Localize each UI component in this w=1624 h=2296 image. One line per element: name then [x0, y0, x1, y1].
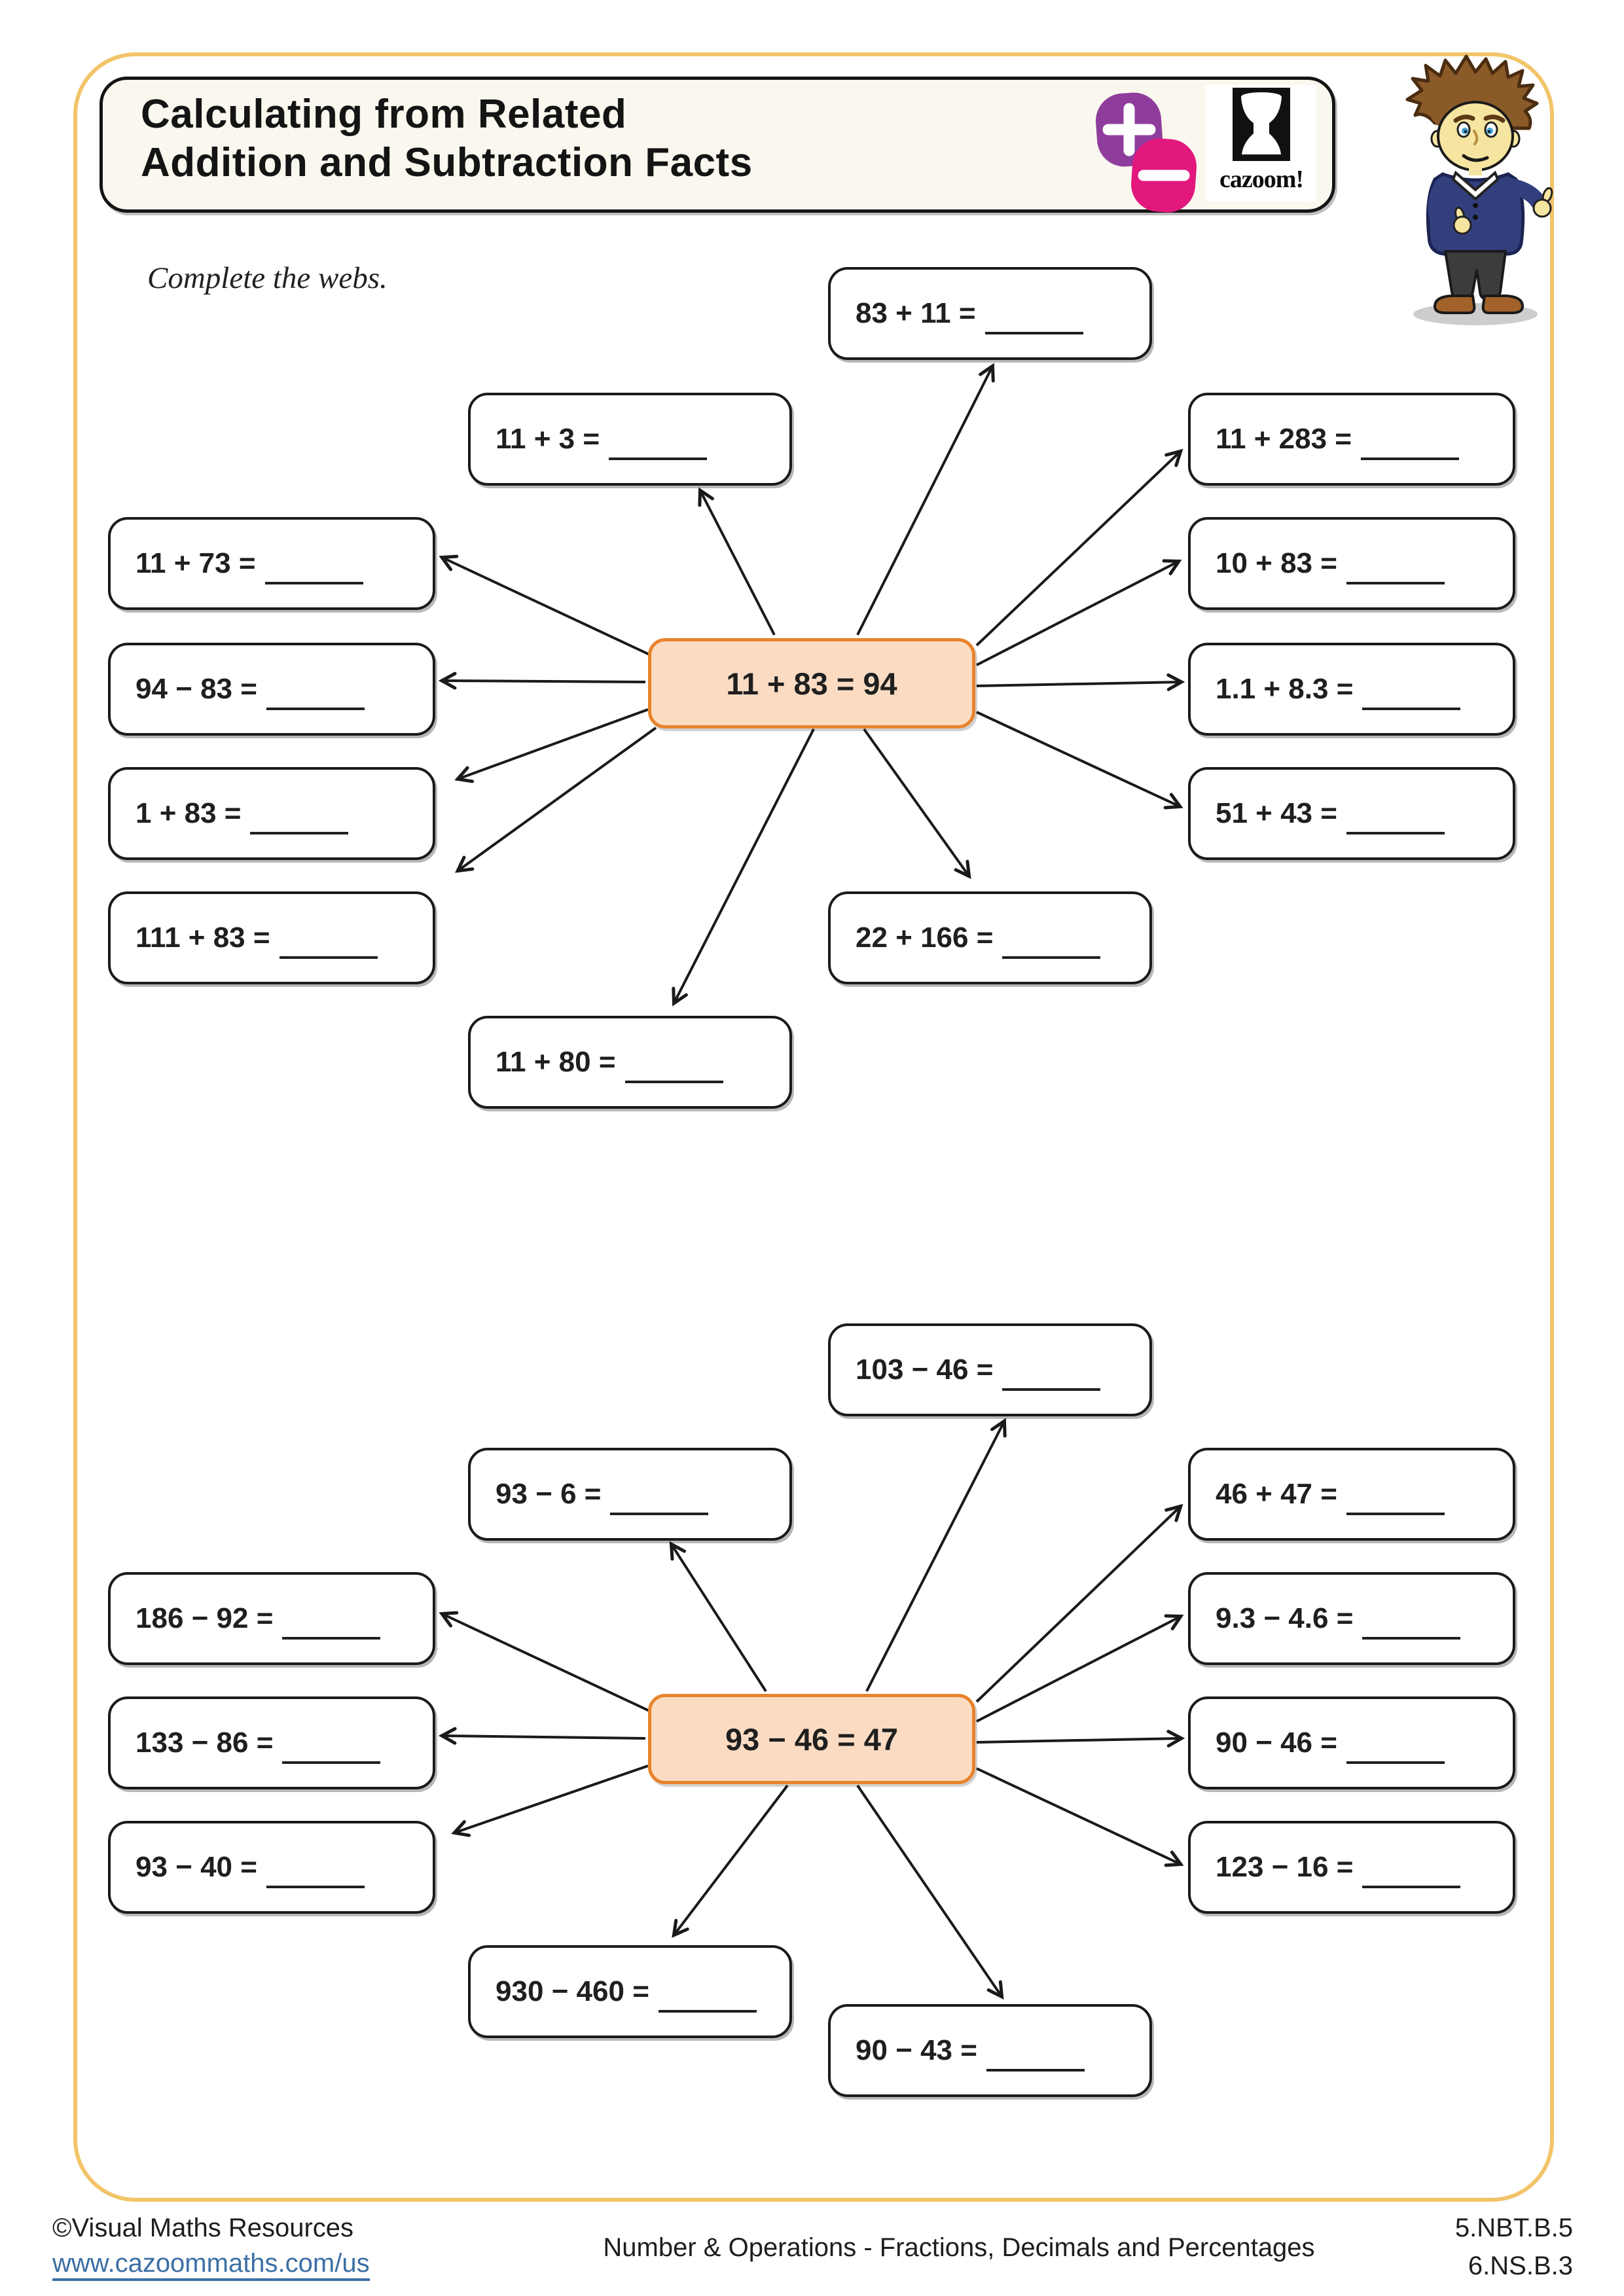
page-title-line2: Addition and Subtraction Facts [141, 140, 753, 186]
answer-blank[interactable] [1346, 803, 1445, 834]
instruction-text: Complete the webs. [147, 261, 388, 295]
fact-expression: 90 − 46 = [1216, 1727, 1337, 1759]
center-fact-box: 93 − 46 = 47 [648, 1694, 975, 1784]
answer-blank[interactable] [1361, 429, 1459, 460]
plus-minus-badges [1096, 92, 1197, 213]
answer-blank[interactable] [610, 1484, 709, 1515]
fact-expression: 1 + 83 = [135, 797, 242, 829]
fact-box: 111 + 83 = [108, 891, 435, 984]
fact-expression: 186 − 92 = [135, 1602, 274, 1634]
page-title-line1: Calculating from Related [141, 92, 627, 137]
fact-expression: 83 + 11 = [856, 297, 976, 329]
pants [1443, 250, 1507, 300]
answer-blank[interactable] [282, 1732, 381, 1764]
answer-blank[interactable] [1346, 1732, 1445, 1764]
fact-expression: 90 − 43 = [856, 2034, 977, 2066]
fact-box: 22 + 166 = [828, 891, 1152, 984]
mascot-illustration [1405, 54, 1553, 325]
answer-blank[interactable] [1002, 927, 1101, 959]
answer-blank[interactable] [609, 429, 708, 460]
drum-icon [1233, 88, 1290, 161]
fact-expression: 9.3 − 4.6 = [1216, 1602, 1354, 1634]
fact-box: 51 + 43 = [1188, 767, 1515, 860]
fact-box: 90 − 46 = [1188, 1696, 1515, 1789]
fact-box: 94 − 83 = [108, 643, 435, 736]
fact-box: 46 + 47 = [1188, 1448, 1515, 1541]
answer-blank[interactable] [266, 679, 365, 710]
fact-box: 103 − 46 = [828, 1323, 1152, 1416]
fact-expression: 46 + 47 = [1216, 1478, 1337, 1510]
answer-blank[interactable] [266, 1857, 365, 1888]
shoe [1433, 295, 1476, 314]
answer-blank[interactable] [279, 927, 378, 959]
fact-expression: 11 + 283 = [1216, 423, 1352, 455]
fact-box: 186 − 92 = [108, 1572, 435, 1665]
fact-box: 90 − 43 = [828, 2004, 1152, 2097]
fact-box: 1.1 + 8.3 = [1188, 643, 1515, 736]
shoe [1481, 295, 1525, 314]
fact-box: 93 − 40 = [108, 1821, 435, 1914]
center-fact-text: 11 + 83 = 94 [726, 666, 897, 701]
copyright-text: ©Visual Maths Resources [52, 2214, 354, 2242]
fact-box: 93 − 6 = [468, 1448, 792, 1541]
answer-blank[interactable] [1346, 553, 1445, 584]
fact-box: 1 + 83 = [108, 767, 435, 860]
fact-expression: 930 − 460 = [496, 1975, 649, 2007]
answer-blank[interactable] [250, 803, 349, 834]
fact-expression: 93 − 40 = [135, 1851, 257, 1883]
footer-left: ©Visual Maths Resources www.cazoommaths.… [52, 2215, 370, 2281]
fact-expression: 11 + 3 = [496, 423, 600, 455]
center-fact-box: 11 + 83 = 94 [648, 638, 975, 728]
answer-blank[interactable] [624, 1052, 723, 1083]
fact-expression: 133 − 86 = [135, 1727, 274, 1759]
fact-box: 11 + 283 = [1188, 393, 1515, 486]
brand-text: cazoom! [1219, 166, 1304, 193]
page-title: Calculating from Related Addition and Su… [141, 90, 753, 188]
standard-code: 5.NBT.B.5 [1454, 2214, 1573, 2242]
center-fact-text: 93 − 46 = 47 [725, 1721, 898, 1757]
fact-box: 930 − 460 = [468, 1945, 792, 2038]
topic-text: Number & Operations - Fractions, Decimal… [603, 2233, 1315, 2262]
fact-expression: 10 + 83 = [1216, 547, 1337, 579]
fact-box: 11 + 73 = [108, 517, 435, 610]
fact-expression: 123 − 16 = [1216, 1851, 1354, 1883]
answer-blank[interactable] [1362, 679, 1461, 710]
answer-blank[interactable] [1002, 1359, 1101, 1391]
fact-box: 123 − 16 = [1188, 1821, 1515, 1914]
fact-expression: 94 − 83 = [135, 673, 257, 705]
site-link[interactable]: www.cazoommaths.com/us [52, 2250, 370, 2281]
answer-blank[interactable] [282, 1608, 381, 1640]
fact-expression: 22 + 166 = [856, 922, 994, 954]
answer-blank[interactable] [1362, 1608, 1461, 1640]
standard-code: 6.NS.B.3 [1468, 2251, 1573, 2280]
fact-expression: 11 + 73 = [135, 547, 256, 579]
standards-block: 5.NBT.B.5 6.NS.B.3 [1455, 2215, 1573, 2279]
fact-expression: 103 − 46 = [856, 1354, 994, 1386]
fact-box: 11 + 80 = [468, 1016, 792, 1109]
answer-blank[interactable] [1362, 1857, 1461, 1888]
answer-blank[interactable] [984, 303, 1083, 334]
fact-expression: 93 − 6 = [496, 1478, 602, 1510]
fact-expression: 111 + 83 = [135, 922, 270, 954]
minus-icon [1131, 138, 1197, 213]
fact-box: 9.3 − 4.6 = [1188, 1572, 1515, 1665]
fact-box: 11 + 3 = [468, 393, 792, 486]
fact-expression: 1.1 + 8.3 = [1216, 673, 1354, 705]
fact-expression: 11 + 80 = [496, 1046, 616, 1078]
cazoom-logo: cazoom! [1206, 85, 1316, 202]
fact-expression: 51 + 43 = [1216, 797, 1337, 829]
fact-box: 10 + 83 = [1188, 517, 1515, 610]
answer-blank[interactable] [658, 1981, 757, 2013]
fact-box: 83 + 11 = [828, 267, 1152, 360]
answer-blank[interactable] [264, 553, 363, 584]
title-box: Calculating from Related Addition and Su… [99, 77, 1335, 213]
answer-blank[interactable] [1346, 1484, 1445, 1515]
answer-blank[interactable] [986, 2040, 1085, 2072]
fact-box: 133 − 86 = [108, 1696, 435, 1789]
